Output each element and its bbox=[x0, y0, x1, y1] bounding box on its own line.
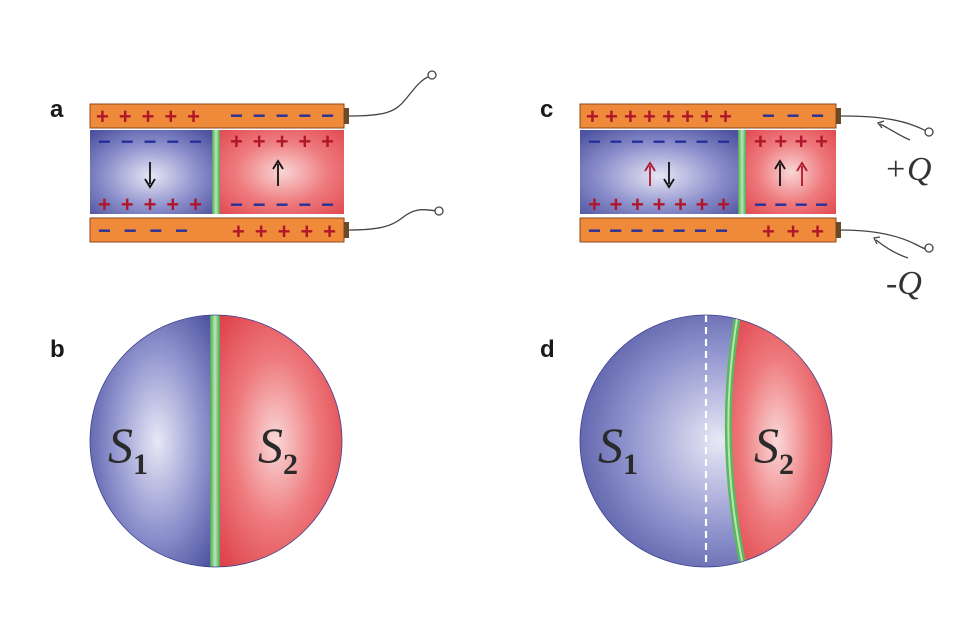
right-domain-bottom-minus-a: − − − − − bbox=[230, 192, 334, 217]
top-plate-plus-c: + + + + + + + + bbox=[586, 104, 732, 129]
label-s1-d: S1 bbox=[598, 417, 638, 481]
sphere-outline-d bbox=[579, 314, 833, 568]
domain-red-a bbox=[220, 130, 344, 214]
domain-blue-c bbox=[580, 130, 738, 214]
bottom-contact-c bbox=[836, 222, 841, 238]
top-wire-a bbox=[348, 75, 431, 117]
top-contact-c bbox=[836, 108, 841, 124]
top-terminal-a bbox=[427, 70, 437, 80]
up-arrow-icon bbox=[272, 159, 284, 186]
top-electrode-a bbox=[89, 103, 345, 129]
up-arrow-icon bbox=[796, 161, 808, 186]
bottom-wire-a bbox=[348, 209, 437, 231]
top-terminal-c bbox=[924, 127, 934, 137]
up-arrow-icon bbox=[774, 159, 786, 186]
right-domain-top-plus-a: + + + + + bbox=[230, 129, 334, 154]
label-s2-b: S2 bbox=[258, 417, 298, 481]
positive-charge-label: +Q bbox=[884, 151, 932, 188]
curved-arrow-icon bbox=[876, 120, 911, 141]
domain-wall-c bbox=[738, 130, 746, 214]
sphere-outline-b bbox=[89, 314, 343, 568]
bottom-plate-plus-a: + + + + + bbox=[232, 219, 336, 244]
top-contact-a bbox=[344, 108, 349, 124]
panel-label-b: b bbox=[50, 336, 65, 363]
domain-wall-a bbox=[212, 130, 220, 214]
left-domain-top-minus-c: − − − − − − − bbox=[588, 129, 730, 154]
bottom-contact-a bbox=[344, 222, 349, 238]
right-domain-bottom-minus-c: − − − − bbox=[754, 192, 828, 217]
down-arrow-icon bbox=[663, 162, 675, 189]
left-domain-bottom-plus-a: + + + + + bbox=[98, 192, 202, 217]
bottom-plate-minus-c: − − − − − − − bbox=[588, 218, 728, 243]
right-domain-top-plus-c: + + + + bbox=[754, 129, 828, 154]
curved-arrow-icon bbox=[873, 236, 909, 259]
top-wire-c bbox=[840, 115, 929, 133]
top-electrode-c bbox=[579, 103, 837, 129]
panel-label-c: c bbox=[540, 96, 553, 123]
domain-red-c bbox=[746, 130, 836, 214]
panel-label-d: d bbox=[540, 336, 555, 363]
bottom-electrode-c bbox=[579, 217, 837, 243]
top-plate-minus-a: − − − − − bbox=[230, 103, 334, 128]
bottom-terminal-c bbox=[924, 243, 934, 253]
left-domain-top-minus-a: − − − − − bbox=[98, 129, 202, 154]
bottom-plate-plus-c: + + + bbox=[762, 219, 824, 244]
label-s2-d: S2 bbox=[754, 417, 794, 481]
top-plate-plus-a: + + + + + bbox=[96, 104, 200, 129]
panel-b: b S1 S2 bbox=[50, 314, 343, 568]
panel-a: a + + + + + − − − − − − − − − + + + + + … bbox=[50, 70, 444, 244]
panel-d: d S1 S2 bbox=[540, 314, 833, 568]
domain-wall-b bbox=[210, 315, 220, 567]
domain-blue-a bbox=[90, 130, 212, 214]
label-s1-b: S1 bbox=[108, 417, 148, 481]
left-domain-bottom-plus-c: + + + + + + + bbox=[588, 192, 730, 217]
top-plate-minus-c: − − − bbox=[762, 103, 824, 128]
bottom-wire-c bbox=[840, 229, 928, 251]
negative-charge-label: -Q bbox=[886, 265, 922, 302]
up-arrow-icon bbox=[644, 161, 656, 186]
panel-label-a: a bbox=[50, 96, 64, 123]
region-s1-b bbox=[90, 315, 214, 567]
region-s2-d bbox=[728, 315, 832, 567]
bottom-terminal-a bbox=[434, 206, 444, 216]
down-arrow-icon bbox=[144, 162, 156, 189]
panel-c: c +Q -Q + + + + + + + + − − − − − − − − … bbox=[540, 96, 934, 302]
